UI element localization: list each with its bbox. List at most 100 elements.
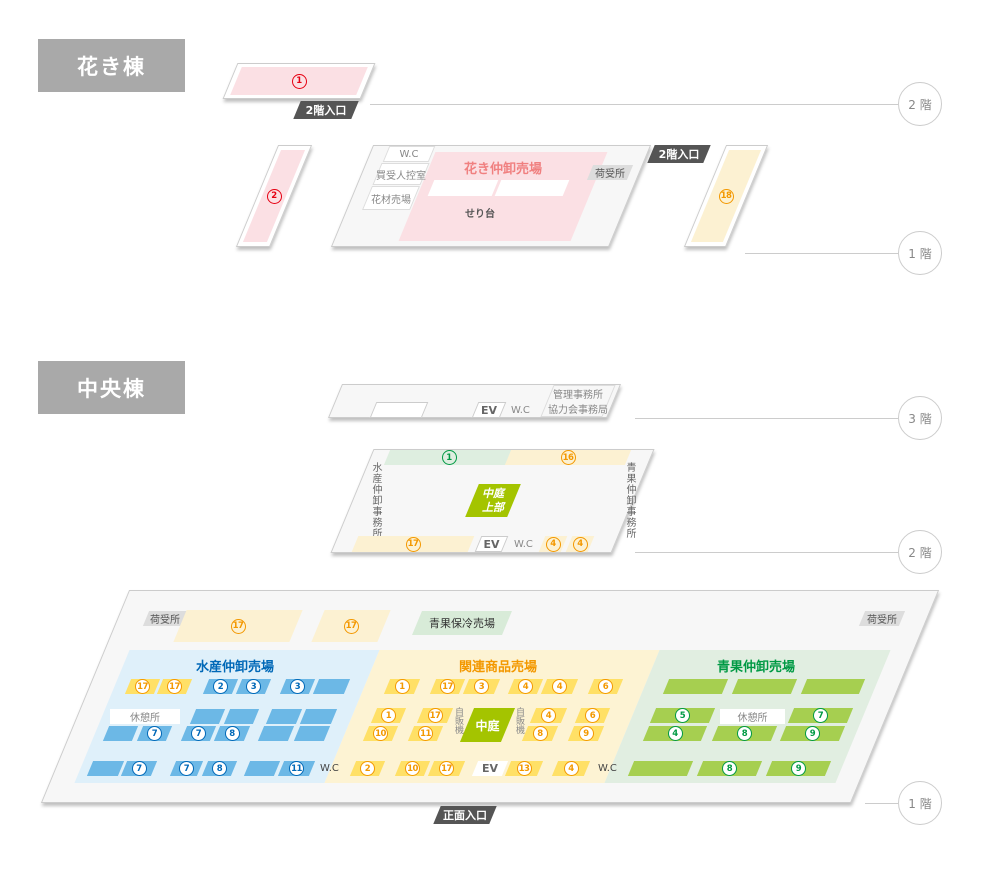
entrance-label: 正面入口 (443, 809, 487, 822)
stall-2f-top-left[interactable]: 1 (387, 450, 511, 465)
stall-2f-top-right[interactable]: 16 (508, 450, 628, 465)
stall[interactable]: 4 (646, 726, 704, 741)
stall[interactable]: 6 (591, 679, 620, 694)
seika-title: 青果仲卸売場 (717, 660, 796, 675)
stall[interactable]: 7 (184, 726, 213, 741)
stall-number: 3 (246, 679, 261, 694)
stall[interactable] (261, 726, 291, 741)
main-entrance-tag: 正面入口 (437, 806, 493, 824)
stall-number: 1 (441, 450, 457, 465)
courtyard-upper: 中庭上部 (472, 484, 514, 517)
stall[interactable]: 4 (555, 761, 587, 776)
materials-label: 花材売場 (371, 194, 411, 206)
stall[interactable]: 1 (387, 679, 417, 694)
floor-label-hana-2f[interactable]: 2 階 (898, 82, 942, 126)
cold-storage[interactable]: 青果保冷売場 (417, 611, 507, 635)
ev: EV (475, 761, 505, 776)
stall[interactable]: 2 (206, 679, 235, 694)
floor-line (865, 803, 898, 804)
stall[interactable]: 8 (715, 726, 774, 741)
hana-market[interactable]: 花き仲卸売場 (417, 152, 589, 241)
floor-label-chuo-2f[interactable]: 2 階 (898, 530, 942, 574)
wc-label: W.C (514, 539, 533, 550)
stall[interactable]: 3 (283, 679, 312, 694)
stall[interactable]: 13 (508, 761, 540, 776)
stall[interactable] (247, 761, 277, 776)
stall[interactable]: 8 (217, 726, 247, 741)
stall-2f[interactable]: 4 (569, 536, 591, 552)
floor-label-chuo-3f[interactable]: 3 階 (898, 396, 942, 440)
stall[interactable]: 11 (281, 761, 312, 776)
stall[interactable]: 7 (173, 761, 200, 776)
chuo-building-title: 中央棟 (38, 361, 185, 414)
stall-top-1[interactable]: 17 (180, 610, 296, 642)
stall[interactable]: 9 (769, 761, 828, 776)
stall[interactable]: 10 (398, 761, 427, 776)
stall[interactable]: 7 (140, 726, 169, 741)
stall[interactable]: 8 (525, 726, 555, 741)
stall[interactable]: 8 (205, 761, 234, 776)
stall[interactable]: 4 (511, 679, 540, 694)
stall[interactable]: 4 (544, 679, 575, 694)
floor-label-hana-1f[interactable]: 1 階 (898, 231, 942, 275)
stall[interactable]: 17 (420, 708, 450, 723)
hana-2f-stall[interactable]: 1 (236, 67, 362, 95)
stall[interactable] (735, 679, 794, 694)
rest-area: 休憩所 (720, 709, 785, 724)
stall[interactable]: 7 (124, 761, 154, 776)
stall[interactable] (227, 709, 256, 724)
stall-number: 4 (518, 679, 533, 694)
stall-number: 8 (722, 761, 737, 776)
stall[interactable] (106, 726, 135, 741)
hana-1f-right-stall[interactable]: 18 (710, 150, 742, 242)
floor-line (745, 253, 898, 254)
stall[interactable]: 8 (700, 761, 759, 776)
stall-number: 7 (179, 761, 194, 776)
stall[interactable] (193, 709, 222, 724)
stall[interactable]: 17 (431, 761, 462, 776)
stall[interactable]: 17 (160, 679, 189, 694)
stall-number: 1 (291, 73, 307, 89)
stall[interactable] (90, 761, 121, 776)
stall[interactable]: 6 (578, 708, 607, 723)
stall[interactable]: 17 (433, 679, 462, 694)
ev-label: EV (483, 537, 500, 551)
stall[interactable]: 9 (571, 726, 601, 741)
hana-1f-entrance-tag: 2階入口 (651, 145, 707, 163)
stall[interactable]: 5 (653, 708, 712, 723)
stall[interactable]: 7 (791, 708, 850, 723)
stall[interactable]: 17 (128, 679, 157, 694)
stall[interactable] (297, 726, 327, 741)
receiving-label: 荷受所 (595, 169, 625, 180)
stall-number: 8 (532, 726, 548, 741)
hana-1f-left-stall[interactable]: 2 (262, 150, 286, 242)
stall[interactable] (666, 679, 725, 694)
stall[interactable] (804, 679, 862, 694)
courtyard-label: 中庭 (475, 718, 500, 733)
stall[interactable]: 4 (533, 708, 564, 723)
stall-number: 16 (560, 450, 576, 465)
stall[interactable] (303, 709, 334, 724)
stall-2f-bottom[interactable]: 17 (355, 536, 471, 552)
stall[interactable]: 10 (366, 726, 395, 741)
stall-number: 2 (360, 761, 375, 776)
stall[interactable] (269, 709, 299, 724)
stall[interactable]: 2 (353, 761, 382, 776)
receiving-label: 荷受所 (867, 615, 897, 626)
stall-top-2[interactable]: 17 (318, 610, 384, 642)
stall[interactable] (631, 761, 690, 776)
stall-2f[interactable]: 4 (542, 536, 564, 552)
stall[interactable]: 1 (374, 708, 403, 723)
floor-label-chuo-1f[interactable]: 1 階 (898, 781, 942, 825)
stall[interactable] (316, 679, 347, 694)
hana-2f-entrance-tag: 2階入口 (297, 101, 355, 119)
stall[interactable]: 3 (466, 679, 497, 694)
stall-number: 17 (135, 679, 150, 694)
wc: W.C (386, 146, 432, 162)
stall[interactable]: 9 (783, 726, 842, 741)
courtyard: 中庭 (467, 708, 508, 742)
stall[interactable]: 3 (239, 679, 268, 694)
stall-number: 4 (572, 536, 588, 552)
stall[interactable]: 11 (411, 726, 440, 741)
stall-number: 2 (266, 188, 282, 204)
